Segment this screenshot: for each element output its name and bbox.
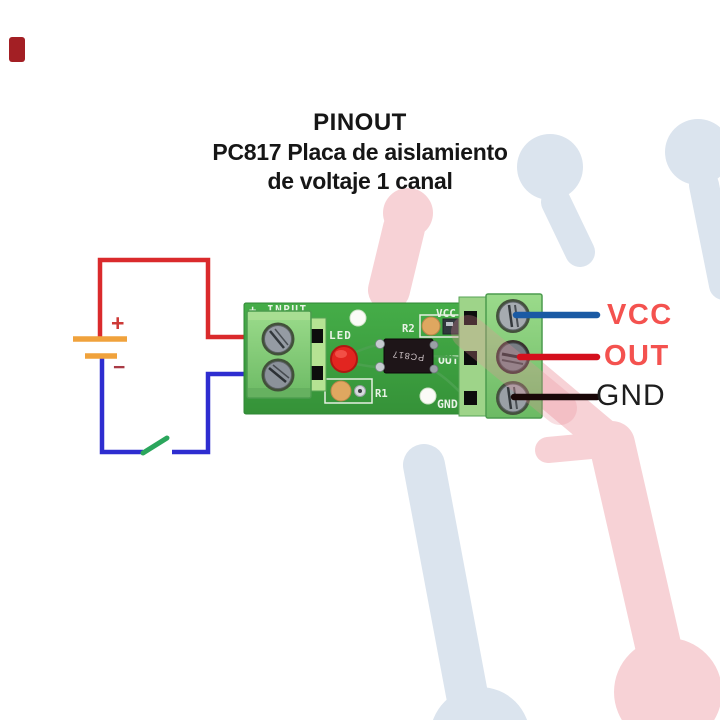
title-line-2: PC817 Placa de aislamiento	[212, 139, 508, 165]
ic-pin	[375, 339, 385, 349]
battery-minus-sign: −	[113, 356, 125, 379]
terminal-screw	[261, 358, 295, 392]
watermark-blue-circle	[517, 134, 583, 200]
watermark-blue-circle	[432, 687, 528, 720]
silkscreen-out: OUT	[438, 353, 459, 367]
silkscreen-r2: R2	[402, 323, 415, 335]
watermark-pin-icon	[403, 444, 528, 720]
schematic-blue-wire	[172, 371, 252, 455]
output-wires	[510, 311, 601, 401]
ic-pin	[375, 362, 385, 372]
silkscreen-r1: R1	[375, 388, 388, 400]
watermark-pink-circle	[614, 638, 720, 720]
ic-pin	[429, 364, 439, 374]
smd-mark	[446, 322, 453, 326]
silkscreen-plus: +	[249, 303, 256, 317]
led	[330, 345, 358, 373]
terminal-hole	[464, 391, 477, 405]
watermark-pin-icon	[517, 134, 595, 267]
watermark-pin-icon	[665, 119, 720, 300]
led-highlight	[335, 350, 347, 358]
silkscreen-vcc: VCC	[436, 307, 456, 320]
battery-plus-sign: +	[111, 310, 124, 336]
ic-label: PC817	[391, 349, 425, 363]
pin-label-out: OUT	[604, 340, 670, 372]
pin-label-gnd: GND	[596, 379, 666, 412]
resistor-r1: R1	[324, 378, 388, 404]
schematic-blue-wire	[99, 356, 143, 455]
silkscreen-led: LED	[329, 329, 352, 342]
input-schematic: + −	[73, 257, 252, 456]
watermark-blue-stem	[689, 170, 720, 300]
watermark-blue-stem	[541, 187, 595, 267]
pc817-ic: PC817	[375, 338, 439, 374]
watermark-pink-stem	[368, 207, 425, 311]
mounting-hole	[349, 309, 367, 327]
terminal-hole	[311, 366, 323, 380]
switch-icon	[140, 435, 170, 456]
watermark-blue-stem	[403, 444, 489, 720]
schematic-red-wire	[97, 257, 252, 340]
terminal-hole	[464, 351, 477, 365]
mounting-hole	[419, 387, 437, 405]
watermark-blue-circle	[665, 119, 720, 185]
title-line-1: PINOUT	[313, 109, 407, 136]
ic-pin	[429, 340, 439, 350]
terminal-hole	[311, 329, 323, 343]
resistor-r2	[419, 314, 463, 338]
watermark-pin-icon	[368, 188, 433, 311]
terminal-screw	[261, 322, 295, 356]
terminal-hole	[464, 311, 477, 325]
pin-label-vcc: VCC	[607, 299, 673, 331]
silkscreen-gnd: GND	[437, 397, 458, 411]
battery-icon: + −	[73, 310, 127, 379]
input-terminal-block	[246, 310, 327, 399]
title-line-3: de voltaje 1 canal	[267, 168, 453, 194]
page-title: PINOUT PC817 Placa de aislamiento de vol…	[0, 108, 720, 195]
corner-mark	[9, 37, 25, 62]
